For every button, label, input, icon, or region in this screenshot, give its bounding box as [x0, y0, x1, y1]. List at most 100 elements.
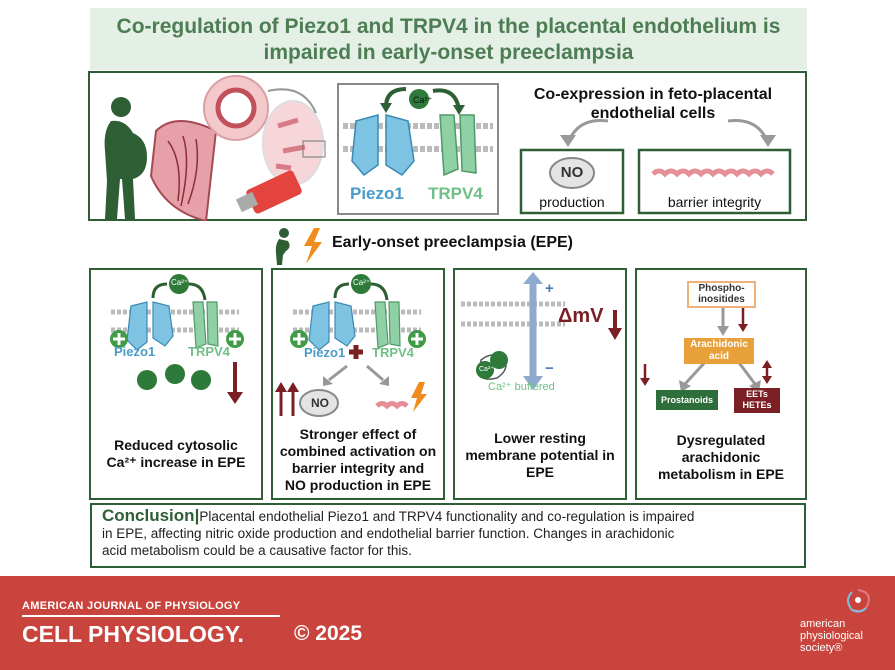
no-label: NO: [311, 396, 329, 410]
caption-line: membrane potential in: [465, 447, 615, 463]
society-line: american: [800, 618, 846, 630]
piezo1-channel-icon: [351, 114, 415, 177]
eets-hetes-box: EETs HETEs: [734, 388, 780, 413]
ca-buffered-label: Ca²⁺ buffered: [488, 381, 555, 393]
conclusion-line: in EPE, affecting nitric oxide productio…: [102, 526, 675, 541]
caption-line: barrier integrity and: [291, 460, 425, 476]
journal-big: CELL PHYSIOLOGY.: [22, 621, 244, 647]
ca-label-top: Ca²⁺: [413, 95, 433, 105]
ca-ion-icon: [476, 361, 494, 379]
page-title: Co-regulation of Piezo1 and TRPV4 in the…: [90, 8, 807, 70]
ca-ion-icon: [137, 370, 157, 390]
caption-line: Ca²⁺ increase in EPE: [106, 454, 246, 470]
box-line: Phospho-: [698, 283, 745, 294]
conclusion-line: Placental endothelial Piezo1 and TRPV4 f…: [199, 509, 695, 524]
caption-line: Lower resting: [494, 430, 586, 446]
down-arrow-icon: [227, 392, 243, 404]
panel-membrane-caption: Lower resting membrane potential in EPE: [456, 430, 624, 481]
up-arrow-icon: [762, 360, 772, 368]
caption-line: EPE: [525, 464, 554, 480]
panel-calcium-illustration: [110, 274, 244, 404]
barrier-integrity-box: [637, 148, 792, 215]
conclusion-heading: Conclusion: [102, 506, 195, 525]
up-arrow-icon: [275, 382, 287, 392]
piezo1-channel-icon: [126, 301, 174, 351]
trpv4-channel-icon: [374, 301, 401, 349]
ca-ion-icon: [351, 274, 371, 294]
piezo1-label: Piezo1: [114, 344, 156, 359]
no-icon: [299, 389, 339, 417]
title-line-2: impaired in early-onset preeclampsia: [263, 41, 634, 64]
footer-divider: [22, 615, 280, 617]
no-label-top: NO: [560, 164, 584, 181]
epe-heading: Early-onset preeclampsia (EPE): [332, 234, 573, 251]
piezo1-label-top: Piezo1: [350, 184, 404, 203]
conclusion-line: acid metabolism could be a causative fac…: [102, 543, 412, 558]
panel-arachidonic-illustration: [640, 306, 772, 392]
placenta-icon: [149, 120, 218, 221]
caption-line: metabolism in EPE: [657, 466, 785, 482]
caption-line: Reduced cytosolic: [114, 437, 238, 453]
pregnant-woman-icon: [104, 97, 147, 219]
ca-ion-icon: [169, 274, 189, 294]
endothelium-icon: [651, 168, 775, 178]
caption-line: Dysregulated: [676, 432, 766, 448]
co-expression-line-2: endothelial cells: [590, 105, 716, 122]
panel-membrane: [453, 268, 627, 500]
ca-label: Ca²⁺: [479, 366, 494, 373]
phosphoinositides-box: Phospho- inositides: [687, 281, 756, 308]
box-line: HETEs: [742, 400, 772, 410]
combined-plus-icon: [349, 345, 363, 359]
trpv4-label-top: TRPV4: [428, 184, 483, 203]
delta-mv-label: ΔmV: [558, 305, 604, 327]
caption-line: combined activation on: [279, 443, 437, 459]
caption-line: arachidonic: [681, 449, 761, 465]
ca-ion-icon: [490, 351, 508, 369]
trpv4-channel-icon: [192, 301, 219, 349]
ca-label: Ca²⁺: [353, 278, 371, 287]
piezo1-label: Piezo1: [304, 345, 346, 360]
panel-arachidonic-caption: Dysregulated arachidonic metabolism in E…: [638, 432, 804, 483]
top-panel-illustration: [104, 75, 792, 221]
copyright: © 2025: [294, 622, 363, 645]
trpv4-label: TRPV4: [372, 345, 414, 360]
down-arrow-icon: [738, 324, 748, 332]
down-arrow-icon: [608, 328, 622, 340]
conclusion-text: Conclusion|Placental endothelial Piezo1 …: [102, 507, 792, 559]
footer: [0, 576, 895, 670]
society-name: american physiological society®: [800, 618, 863, 654]
box-line: acid: [708, 351, 729, 362]
piezo1-channel-icon: [308, 301, 356, 351]
journal-small: AMERICAN JOURNAL OF PHYSIOLOGY: [22, 600, 241, 612]
panel-calcium-caption: Reduced cytosolic Ca²⁺ increase in EPE: [92, 437, 260, 471]
ca-ion-icon: [165, 364, 185, 384]
co-expression-line-1: Co-expression in feto-placental: [533, 86, 773, 103]
panel-barrier-illustration: [275, 274, 427, 417]
barrier-caption: barrier integrity: [667, 194, 762, 210]
plus-sign: +: [545, 280, 554, 297]
society-line: society®: [800, 642, 843, 654]
epe-icons: [275, 228, 322, 265]
trpv4-label: TRPV4: [188, 344, 230, 359]
society-line: physiological: [800, 630, 863, 642]
ca-ion-icon: [191, 370, 211, 390]
ca-ion-icon: [409, 89, 429, 109]
down-arrow-icon: [762, 376, 772, 384]
panel-membrane-illustration: [461, 272, 622, 390]
box-line: Arachidonic: [690, 339, 748, 350]
co-expression-text: Co-expression in feto-placental endothel…: [518, 85, 788, 123]
conclusion-box: [90, 503, 806, 568]
arachidonic-acid-box: Arachidonic acid: [684, 338, 754, 364]
minus-sign: −: [545, 360, 554, 377]
box-line: EETs: [746, 389, 768, 399]
up-arrow-icon: [287, 382, 299, 392]
panel-barrier-caption: Stronger effect of combined activation o…: [274, 426, 442, 494]
no-caption: production: [539, 194, 605, 210]
society-logo-icon: [847, 589, 870, 613]
panel-barrier: [271, 268, 445, 500]
caption-line: Stronger effect of: [299, 426, 417, 442]
endothelium-icon: [375, 401, 409, 410]
ca-label: Ca²⁺: [171, 278, 189, 287]
title-line-1: Co-regulation of Piezo1 and TRPV4 in the…: [116, 15, 781, 38]
box-line: inositides: [698, 294, 745, 305]
